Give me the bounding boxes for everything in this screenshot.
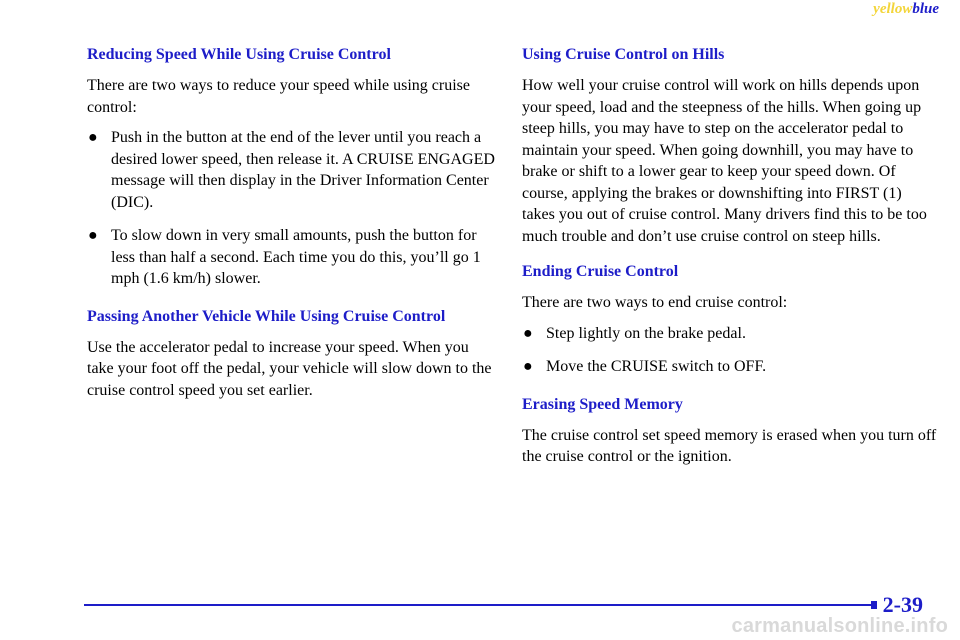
watermark: carmanualsonline.info — [731, 615, 948, 637]
list-item-text: To slow down in very small amounts, push… — [111, 227, 481, 287]
list-item: ● Step lightly on the brake pedal. — [522, 323, 937, 345]
page-number: 2-39 — [882, 592, 923, 617]
bullet-dot-icon: ● — [88, 129, 98, 146]
ending-cruise-bullets: ● Step lightly on the brake pedal. ● Move … — [522, 323, 937, 378]
header-word-blue: blue — [912, 1, 939, 17]
footer-rule-end — [871, 601, 877, 609]
bullet-dot-icon: ● — [523, 324, 533, 342]
section-heading-reducing-speed: Reducing Speed While Using Cruise Contro… — [87, 46, 391, 63]
list-item: ● To slow down in very small amounts, pus… — [87, 225, 495, 290]
section-heading-passing-vehicle: Passing Another Vehicle While Using Crui… — [87, 307, 446, 325]
list-item-text: Step lightly on the brake pedal. — [546, 324, 746, 342]
erasing-memory-text: The cruise control set speed memory is e… — [522, 426, 937, 466]
header-color-mark: yellowblue — [873, 1, 939, 18]
left-column: Reducing Speed While Using Cruise Contro… — [87, 44, 495, 410]
bullet-dot-icon: ● — [523, 358, 533, 375]
list-item-text: Move the CRUISE switch to OFF. — [546, 358, 767, 375]
list-item: ● Push in the button at the end of the le… — [87, 127, 495, 213]
section-heading-hills: Using Cruise Control on Hills — [522, 46, 725, 63]
reducing-speed-intro: There are two ways to reduce your speed … — [87, 77, 470, 116]
ending-cruise-intro: There are two ways to end cruise control… — [522, 294, 788, 311]
list-item: ● Move the CRUISE switch to OFF. — [522, 356, 937, 378]
passing-vehicle-text: Use the accelerator pedal to increase yo… — [87, 338, 492, 399]
section-heading-ending-cruise: Ending Cruise Control — [522, 263, 679, 280]
reducing-speed-bullets: ● Push in the button at the end of the le… — [87, 127, 495, 290]
header-word-yellow: yellow — [873, 1, 913, 17]
right-column: Using Cruise Control on Hills How well y… — [522, 44, 937, 477]
list-item-text: Push in the button at the end of the lev… — [111, 129, 495, 211]
footer-rule — [84, 604, 871, 606]
section-heading-erasing-memory: Erasing Speed Memory — [522, 395, 683, 413]
hills-text: How well your cruise control will work o… — [522, 77, 927, 245]
bullet-dot-icon: ● — [88, 227, 98, 244]
